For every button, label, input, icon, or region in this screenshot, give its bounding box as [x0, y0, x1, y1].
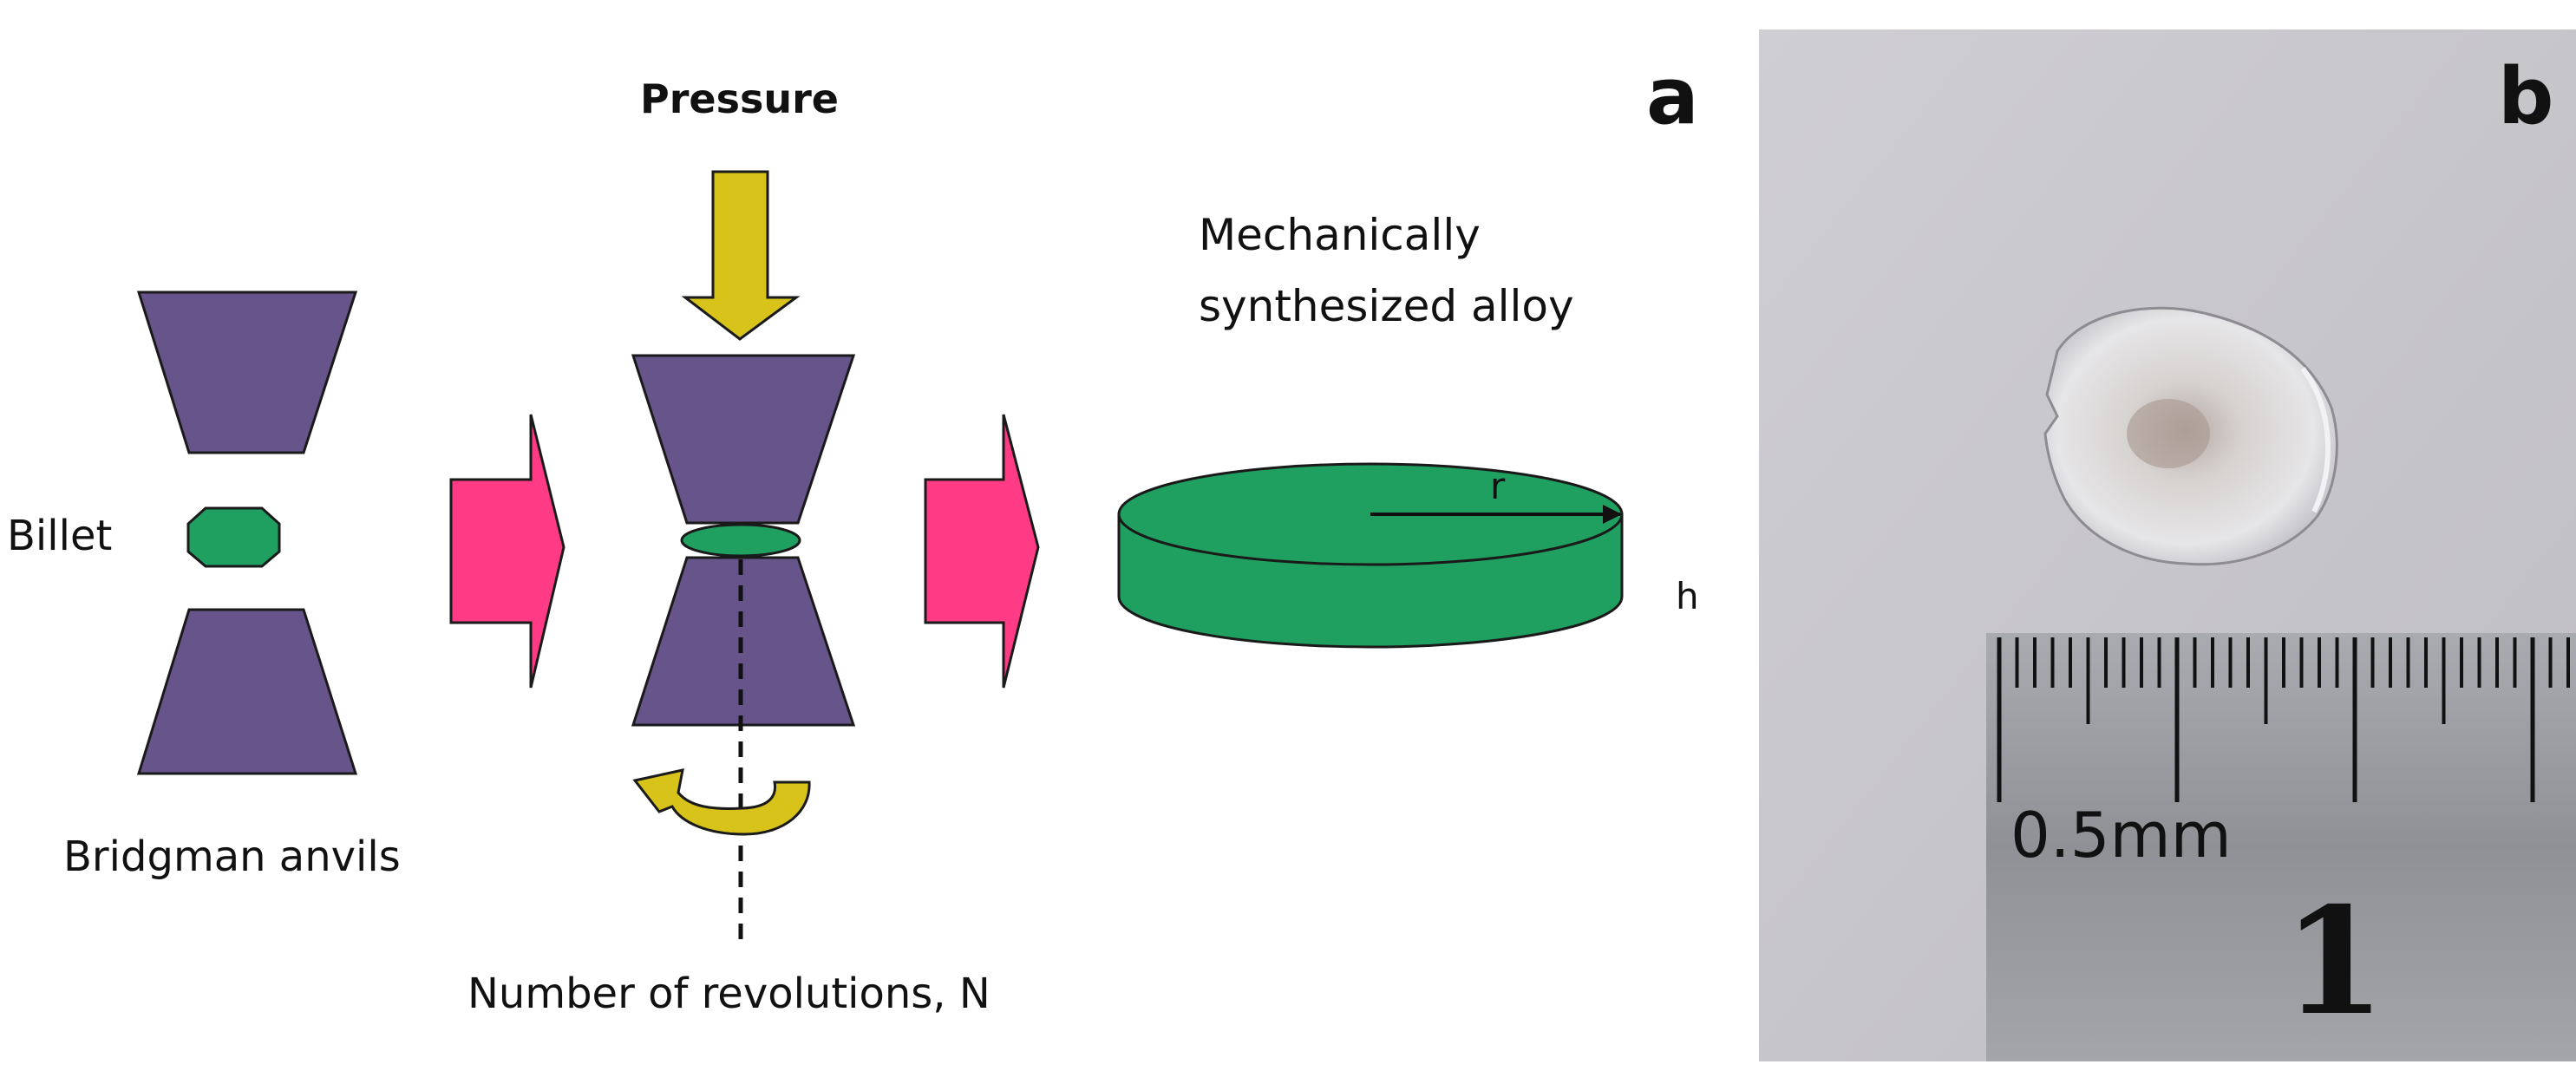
revolutions-label: Number of revolutions, N	[467, 970, 991, 1018]
billet-label: Billet	[7, 512, 112, 560]
process-arrow-1	[449, 414, 566, 689]
ruler-unit-label: 0.5mm	[2010, 799, 2232, 872]
ruler-ticks	[1997, 637, 2570, 802]
alloy-label-line1: Mechanically	[1199, 210, 1481, 260]
lower-anvil	[136, 608, 358, 775]
radius-arrowhead	[1603, 505, 1622, 524]
upper-anvil	[136, 291, 358, 454]
billet-compressed	[680, 523, 801, 558]
sample-disc-center	[2127, 399, 2210, 468]
panel-a: Billet Bridgman anvils Pressure Number o…	[7, 51, 1699, 1018]
height-label: h	[1676, 575, 1699, 617]
alloy-disc	[1117, 462, 1624, 649]
sample-disc	[2043, 306, 2338, 566]
panel-b-photo: 0.5mm 1 b	[1759, 29, 2576, 1061]
billet-shape	[186, 506, 281, 568]
pressure-arrow	[681, 170, 801, 341]
ruler-body	[1986, 633, 2576, 1061]
radius-label: r	[1490, 465, 1506, 507]
bridgman-anvils-open	[136, 291, 358, 775]
ruler: 0.5mm 1	[1986, 633, 2576, 1061]
panel-a-letter: a	[1646, 51, 1699, 142]
lower-anvil-compressed	[631, 556, 856, 727]
process-arrow-2	[924, 414, 1040, 689]
alloy-label-line2: synthesized alloy	[1199, 281, 1574, 331]
bridgman-anvils-compressed	[631, 354, 856, 727]
rotation-arrow	[632, 768, 811, 836]
panel-b-letter: b	[2498, 51, 2553, 142]
bridgman-anvils-label: Bridgman anvils	[63, 833, 401, 881]
ruler-number: 1	[2283, 875, 2385, 1048]
sample-disc-rim	[2300, 367, 2331, 513]
upper-anvil-compressed	[631, 354, 856, 525]
pressure-label: Pressure	[640, 75, 839, 122]
